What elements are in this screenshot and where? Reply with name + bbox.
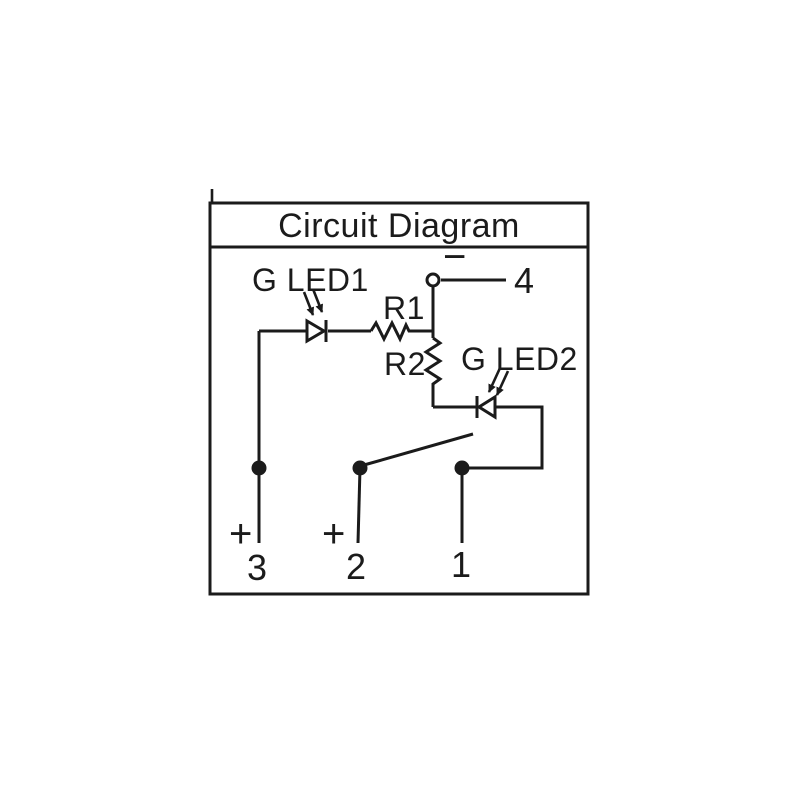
terminal-4-number: 4 — [514, 260, 535, 301]
terminal-2-number: 2 — [346, 546, 367, 587]
led1-light-arrow-icon — [302, 291, 315, 316]
terminal-1-number: 1 — [451, 544, 472, 585]
r1-label: R1 — [383, 290, 425, 326]
led2-label: G LED2 — [461, 341, 578, 377]
led2-light-arrow-icon — [487, 367, 502, 393]
wire-led2-to-terminal1 — [462, 405, 544, 470]
resistor-r2-zigzag — [423, 336, 443, 407]
r2-label: R2 — [384, 346, 426, 382]
terminal-3-number: 3 — [247, 547, 268, 588]
led2-light-arrow-icon — [495, 370, 510, 396]
terminal-3-polarity-sign: + — [229, 512, 253, 556]
led2-triangle — [476, 394, 497, 420]
diagram-title: Circuit Diagram — [278, 207, 520, 245]
diagram-border-box — [208, 201, 590, 596]
resistor-r1-zigzag — [369, 319, 433, 343]
led1-triangle — [305, 318, 327, 344]
led1-label: G LED1 — [252, 262, 369, 298]
terminal-2-wire — [356, 467, 362, 544]
terminal-2-polarity-sign: + — [322, 512, 346, 556]
terminal-4-polarity-sign: − — [443, 235, 467, 279]
terminal-4-open-node — [425, 272, 441, 288]
led1-light-arrow-icon — [311, 288, 324, 313]
switch-blade — [363, 432, 474, 467]
